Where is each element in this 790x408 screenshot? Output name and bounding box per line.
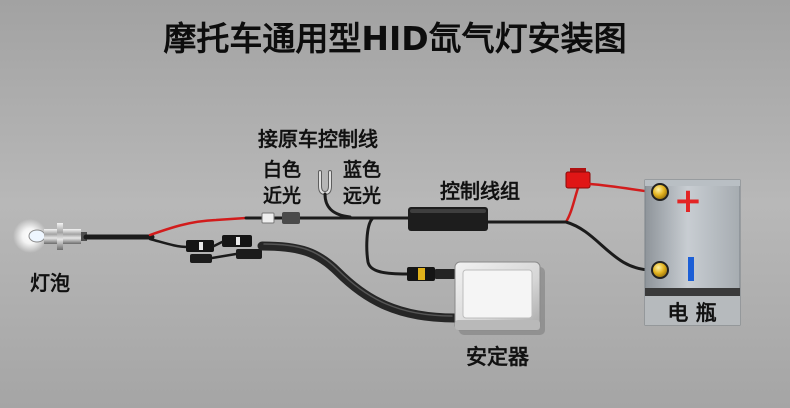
bulb-base [44, 229, 58, 244]
bulb-connector-pair-b [222, 235, 262, 259]
bulb-red-lead [148, 216, 248, 237]
negative-sign [688, 257, 694, 281]
diagram-title: 摩托车通用型HID氙气灯安装图 [163, 19, 626, 58]
control-line-connector-grey [282, 212, 300, 224]
battery: + [644, 179, 741, 326]
bulb-label: 灯泡 [30, 271, 70, 295]
fork-terminal-wire [323, 192, 352, 219]
fuse [565, 168, 591, 189]
ballast-output-cable-highlight [263, 243, 453, 317]
control-harness-label: 控制线组 [440, 179, 520, 203]
positive-terminal [651, 183, 669, 201]
ballast-output-cable [257, 241, 460, 323]
harness-to-ballast-wire [365, 217, 409, 276]
bulb-flange [57, 223, 63, 250]
positive-sign: + [674, 181, 703, 221]
connector-link-lower [210, 252, 238, 260]
ballast-input-connector [407, 267, 455, 281]
bulb-connector-pair-a [186, 240, 214, 263]
bulb-black-lead [148, 237, 190, 249]
low-beam-label: 近光 [263, 184, 301, 207]
white-wire-label: 白色 [263, 158, 301, 181]
control-harness-box [408, 207, 488, 231]
negative-terminal [651, 261, 669, 279]
fuse-feed-red-wire [564, 186, 580, 224]
original-control-line-label: 接原车控制线 [258, 127, 378, 151]
negative-black-wire [564, 220, 654, 272]
ballast-label: 安定器 [466, 345, 530, 369]
ballast [454, 261, 545, 335]
connector-link-upper [212, 240, 224, 248]
bulb-glass [28, 229, 46, 243]
high-beam-label: 远光 [343, 184, 381, 207]
blue-wire-label: 蓝色 [343, 158, 381, 181]
bulb-socket [63, 229, 81, 244]
battery-label: 电 瓶 [667, 301, 716, 325]
control-line-connector-white [261, 212, 275, 224]
headlight-bulb [13, 219, 87, 253]
